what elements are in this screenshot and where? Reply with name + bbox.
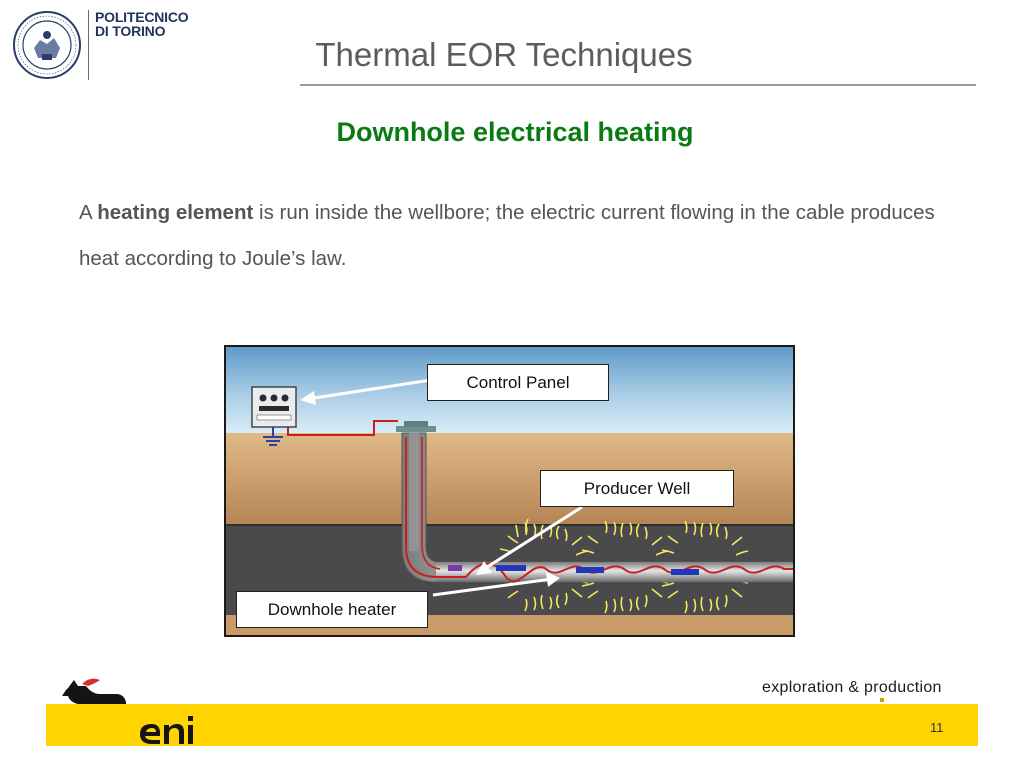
footer-decoration [880,698,884,702]
heater-cable [405,437,466,578]
packer [496,565,526,571]
body-paragraph: A heating element is run inside the well… [79,190,959,282]
slide-title: Thermal EOR Techniques [315,36,693,73]
eni-wordmark-logo [138,710,200,750]
footer-bar [46,704,978,746]
packer [671,569,699,575]
wellhead [396,426,436,432]
label-producer-well: Producer Well [540,470,734,507]
body-text-rest: is run inside the wellbore; the electric… [79,201,935,270]
footer-division-text: exploration & production [762,679,942,696]
packer [576,567,604,573]
institution-name-line1: POLITECNICO [95,9,189,25]
politecnico-seal-logo [12,10,82,80]
label-downhole-heater: Downhole heater [236,591,428,628]
slide-subtitle: Downhole electrical heating [336,117,694,147]
callout-arrows [300,378,583,597]
label-control-panel: Control Panel [427,364,609,401]
title-divider [300,84,976,86]
control-panel-unit [251,386,297,446]
body-text-emphasis: heating element [97,201,254,224]
body-text-lead: A [79,201,98,224]
surface-power-cable [287,415,398,436]
institution-wordmark: POLITECNICO DI TORINO [88,9,189,80]
page-number: 11 [930,720,944,735]
institution-name-line2: DI TORINO [95,23,166,39]
